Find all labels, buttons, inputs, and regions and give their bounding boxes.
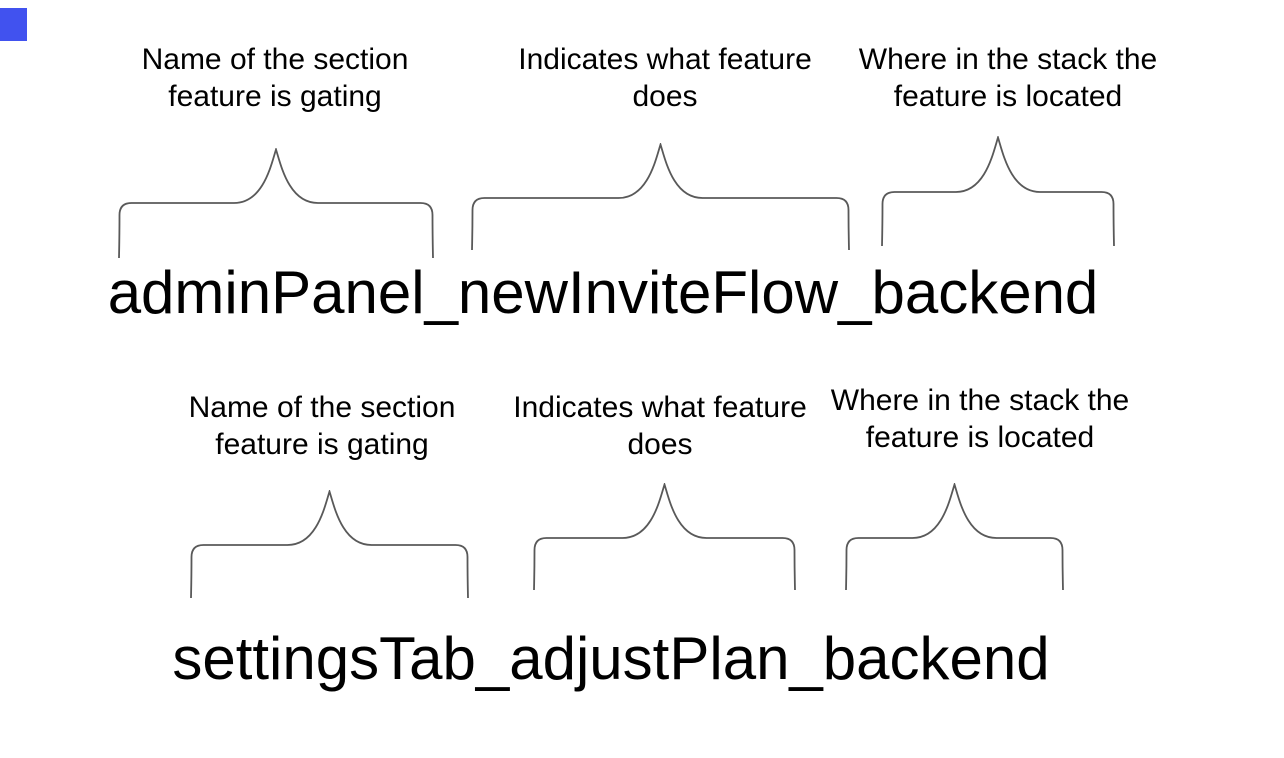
- annotation-section-name-1: Name of the section feature is gating: [142, 41, 409, 115]
- annotation-line: does: [632, 80, 698, 113]
- annotation-stack-location-2: Where in the stack the feature is locate…: [831, 382, 1129, 456]
- annotation-line: feature is gating: [215, 428, 429, 461]
- annotation-line: feature is gating: [168, 80, 382, 113]
- annotation-brace: [533, 483, 796, 590]
- annotation-line: Indicates what feature: [513, 391, 807, 424]
- flag-name-1: adminPanel_newInviteFlow_backend: [107, 259, 1099, 326]
- annotation-line: does: [627, 428, 693, 461]
- annotation-line: Name of the section: [188, 391, 456, 424]
- annotation-feature-purpose-2: Indicates what feature does: [513, 389, 807, 463]
- annotation-line: Indicates what feature: [518, 43, 812, 76]
- annotation-brace: [881, 136, 1115, 246]
- annotation-feature-purpose-1: Indicates what feature does: [518, 41, 812, 115]
- annotation-brace: [845, 483, 1064, 590]
- annotation-line: Name of the section: [141, 43, 409, 76]
- annotation-stack-location-1: Where in the stack the feature is locate…: [859, 41, 1157, 115]
- blue-square-decoration: [0, 8, 27, 41]
- flag-name-2: settingsTab_adjustPlan_backend: [172, 625, 1050, 692]
- annotation-brace: [190, 490, 469, 598]
- annotation-line: Where in the stack the: [830, 384, 1130, 417]
- annotation-line: feature is located: [893, 80, 1123, 113]
- annotation-line: Where in the stack the: [858, 43, 1158, 76]
- annotation-brace: [118, 148, 434, 258]
- annotation-section-name-2: Name of the section feature is gating: [189, 389, 456, 463]
- annotation-line: feature is located: [865, 421, 1095, 454]
- annotation-brace: [471, 143, 850, 250]
